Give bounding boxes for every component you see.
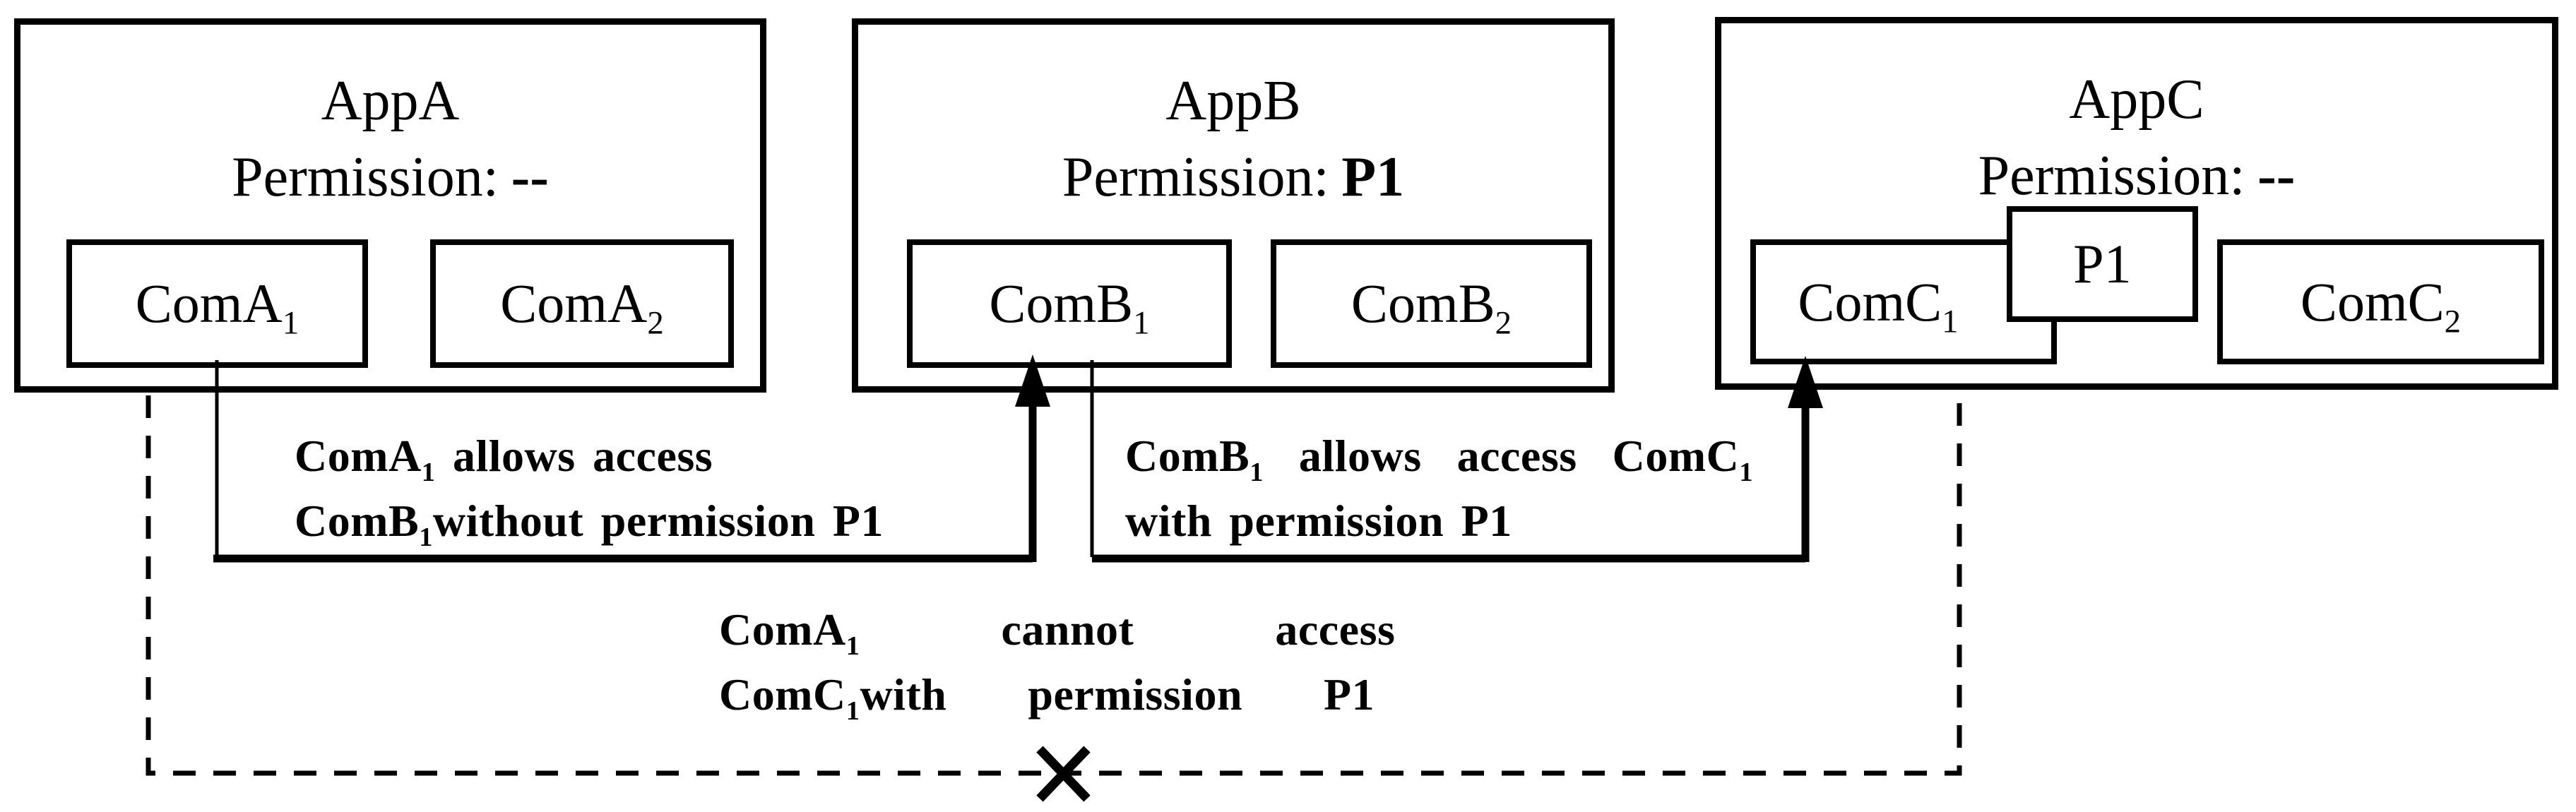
component-box-comb1: ComB1	[907, 239, 1232, 368]
label-cannot-access-comc1: ComA1 cannot access ComC1with permission…	[719, 597, 1395, 727]
dashed-path-coma1-to-comc1	[146, 387, 1962, 776]
component-label: ComA1	[135, 273, 299, 342]
annotation-word: ComA1	[719, 604, 860, 661]
app-box-appc: AppC Permission:-- ComC1 P1 ComC2	[1715, 17, 2558, 390]
label-line: ComC1with permission P1	[719, 662, 1395, 727]
arrow-comb1-to-comc1	[1090, 356, 1823, 563]
annotation-word: ComC1	[1612, 431, 1754, 487]
permission-value: --	[2257, 145, 2296, 207]
app-permission-line: Permission:--	[1721, 143, 2552, 208]
label-line: ComA1 allows access	[295, 431, 713, 487]
label-line: ComB1without permission P1	[295, 496, 884, 552]
label-line: ComB1 allows access ComC1	[1125, 424, 1753, 489]
arrowhead-up-icon	[1788, 356, 1823, 408]
component-label: ComC2	[2300, 270, 2462, 340]
component-label: ComA2	[500, 273, 664, 342]
permission-p1-label: P1	[2073, 233, 2132, 294]
annotation-word: allows	[1298, 431, 1422, 481]
component-box-coma1: ComA1	[66, 239, 368, 368]
annotation-word: ComB1	[1125, 431, 1264, 487]
app-title: AppB	[1165, 70, 1301, 132]
permission-p1-box: P1	[2007, 206, 2198, 322]
permission-value: P1	[1341, 146, 1405, 208]
component-label: ComC1	[1798, 270, 1959, 340]
component-box-coma2: ComA2	[430, 239, 734, 368]
blocked-cross-icon	[1036, 746, 1091, 802]
permission-value: --	[511, 146, 549, 208]
annotation-word: ComC1with	[719, 669, 947, 726]
app-title: AppC	[2069, 68, 2204, 131]
arrowhead-up-icon	[1015, 354, 1050, 407]
label-allow-access-comb1: ComA1 allows access ComB1without permiss…	[295, 424, 884, 554]
permission-label: Permission:	[1978, 145, 2245, 207]
annotation-word: P1	[1324, 669, 1375, 720]
app-box-appb: AppB Permission:P1 ComB1 ComB2	[852, 18, 1615, 393]
component-box-comb2: ComB2	[1271, 239, 1592, 368]
component-label: ComB1	[989, 273, 1150, 342]
app-title: AppA	[321, 70, 460, 132]
label-allow-access-comc1: ComB1 allows access ComC1 with permissio…	[1125, 424, 1753, 554]
annotation-word: access	[1456, 431, 1577, 481]
annotation-word: cannot	[1001, 604, 1134, 655]
label-line: with permission P1	[1125, 496, 1512, 546]
component-box-comc2: ComC2	[2217, 239, 2544, 364]
component-label: ComB2	[1351, 273, 1512, 342]
label-line: ComA1 cannot access	[719, 597, 1395, 662]
annotation-word: permission	[1028, 669, 1243, 720]
annotation-word: access	[1275, 604, 1396, 655]
permission-label: Permission:	[232, 146, 499, 208]
app-permission-line: Permission:P1	[858, 145, 1608, 210]
app-permission-line: Permission:--	[20, 145, 760, 210]
component-box-comc1: ComC1	[1750, 239, 2057, 364]
app-box-appa: AppA Permission:-- ComA1 ComA2	[14, 18, 766, 393]
permission-label: Permission:	[1062, 146, 1329, 208]
arrow-coma1-to-comb1	[213, 354, 1050, 563]
